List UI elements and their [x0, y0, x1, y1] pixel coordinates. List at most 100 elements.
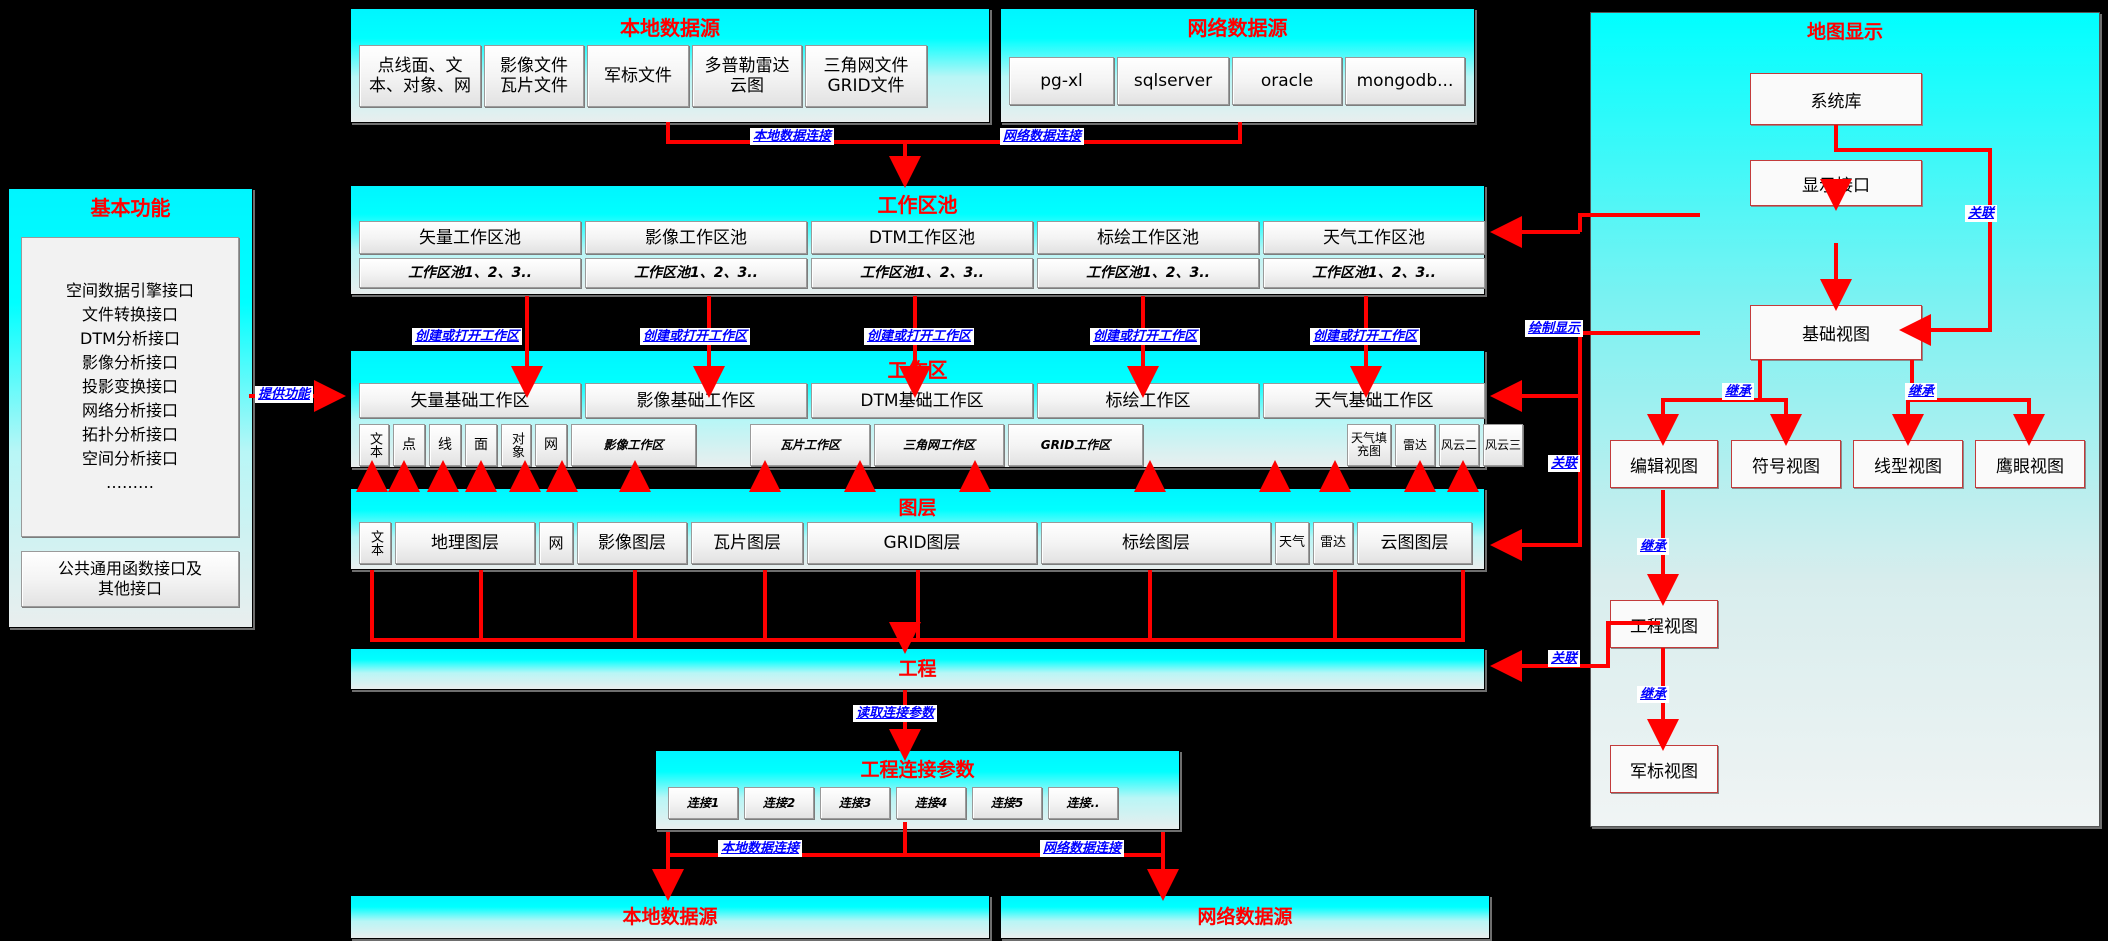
interface-item: DTM分析接口	[80, 329, 180, 348]
connection-item[interactable]: 连接4	[896, 787, 966, 819]
interface-item: 空间分析接口	[81, 449, 178, 468]
network-source-item[interactable]: mongodb...	[1345, 57, 1465, 105]
connection-item[interactable]: 连接5	[972, 787, 1042, 819]
pool-subitem[interactable]: 工作区池1、2、3..	[1263, 258, 1485, 288]
workzone-subitem[interactable]: 对象	[501, 424, 531, 466]
pool-item[interactable]: 影像工作区池	[585, 221, 807, 254]
map-display-title: 地图显示	[1806, 21, 1883, 43]
map-node-display-interface[interactable]: 显示接口	[1750, 160, 1922, 206]
local-source-item[interactable]: 军标文件	[587, 45, 689, 107]
layer-item[interactable]: GRID图层	[807, 522, 1037, 564]
pool-subitem[interactable]: 工作区池1、2、3..	[359, 258, 581, 288]
local-data-source-items: 点线面、文 本、对象、网 影像文件 瓦片文件 军标文件 多普勒雷达 云图 三角网…	[359, 45, 927, 107]
basic-function-title: 基本功能	[90, 196, 171, 220]
connection-item[interactable]: 连接2	[744, 787, 814, 819]
create-workzone-label: 创建或打开工作区	[1090, 328, 1201, 345]
layer-item[interactable]: 标绘图层	[1041, 522, 1271, 564]
workzone-subitem[interactable]: 三角网工作区	[874, 424, 1004, 466]
map-node-base-view[interactable]: 基础视图	[1750, 305, 1922, 360]
map-relate-label-1: 关联	[1965, 205, 1998, 222]
workzone-item[interactable]: 影像基础工作区	[585, 383, 807, 418]
pool-item[interactable]: 标绘工作区池	[1037, 221, 1259, 254]
workzone-item[interactable]: 矢量基础工作区	[359, 383, 581, 418]
pool-item[interactable]: DTM工作区池	[811, 221, 1033, 254]
map-node-military-view[interactable]: 军标视图	[1610, 745, 1718, 793]
workzone-pool-panel: 工作区池 矢量工作区池 影像工作区池 DTM工作区池 标绘工作区池 天气工作区池…	[350, 185, 1485, 295]
workzone-subitem[interactable]: 风云三	[1483, 424, 1523, 466]
map-node-eagle-eye-view[interactable]: 鹰眼视图	[1975, 440, 2085, 488]
layer-item[interactable]: 影像图层	[577, 522, 687, 564]
map-draw-display-label: 绘制显示	[1525, 320, 1584, 337]
basic-function-panel: 基本功能 空间数据引擎接口 文件转换接口 DTM分析接口 影像分析接口 投影变换…	[8, 188, 253, 628]
layer-item[interactable]: 文本	[359, 522, 391, 564]
workzone-item[interactable]: 天气基础工作区	[1263, 383, 1485, 418]
workzone-subitem[interactable]: GRID工作区	[1008, 424, 1143, 466]
connection-item[interactable]: 连接3	[820, 787, 890, 819]
pool-item[interactable]: 天气工作区池	[1263, 221, 1485, 254]
bottom-local-link-label: 本地数据连接	[718, 840, 803, 857]
workzone-subitem[interactable]: 文本	[359, 424, 389, 466]
workzone-subitem[interactable]: 雷达	[1395, 424, 1435, 466]
network-source-item[interactable]: sqlserver	[1117, 57, 1229, 105]
layer-item[interactable]: 云图图层	[1357, 522, 1472, 564]
layer-item[interactable]: 瓦片图层	[691, 522, 803, 564]
workzone-item[interactable]: DTM基础工作区	[811, 383, 1033, 418]
local-source-item[interactable]: 三角网文件 GRID文件	[805, 45, 927, 107]
workzone-items: 矢量基础工作区 影像基础工作区 DTM基础工作区 标绘工作区 天气基础工作区	[359, 383, 1485, 418]
local-source-item[interactable]: 多普勒雷达 云图	[692, 45, 802, 107]
map-relate-label-2: 关联	[1548, 455, 1581, 472]
layer-item[interactable]: 雷达	[1313, 522, 1353, 564]
workzone-subitem[interactable]: 点	[393, 424, 425, 466]
map-inherit-label-2: 继承	[1905, 383, 1938, 400]
map-relate-label-3: 关联	[1548, 650, 1581, 667]
connection-item[interactable]: 连接1	[668, 787, 738, 819]
layer-item[interactable]: 天气	[1275, 522, 1309, 564]
pool-subitem[interactable]: 工作区池1、2、3..	[585, 258, 807, 288]
interface-item: 文件转换接口	[81, 305, 178, 324]
interface-item: 拓扑分析接口	[81, 425, 178, 444]
workzone-subitem[interactable]: 风云二	[1439, 424, 1479, 466]
workzone-subitem[interactable]: 面	[465, 424, 497, 466]
workzone-subitem[interactable]: 线	[429, 424, 461, 466]
connection-item[interactable]: 连接..	[1048, 787, 1118, 819]
local-source-item[interactable]: 点线面、文 本、对象、网	[359, 45, 481, 107]
create-workzone-label: 创建或打开工作区	[864, 328, 975, 345]
project-connection-panel: 工程连接参数 连接1 连接2 连接3 连接4 连接5 连接..	[655, 750, 1180, 830]
workzone-subitems: 文本 点 线 面 对象 网 影像工作区 瓦片工作区 三角网工作区 GRID工作区…	[359, 424, 1523, 466]
workzone-subitem[interactable]: 天气填充图	[1347, 424, 1391, 466]
map-node-linetype-view[interactable]: 线型视图	[1853, 440, 1963, 488]
network-data-source-title: 网络数据源	[1187, 16, 1288, 40]
top-local-link-label: 本地数据连接	[750, 128, 835, 145]
bottom-network-data-source-panel: 网络数据源	[1000, 895, 1490, 939]
project-connection-title: 工程连接参数	[860, 759, 975, 781]
bottom-local-title: 本地数据源	[622, 906, 718, 928]
map-inherit-label-3: 继承	[1637, 538, 1670, 555]
layers-title: 图层	[898, 497, 937, 519]
pool-subitem[interactable]: 工作区池1、2、3..	[1037, 258, 1259, 288]
workzone-item[interactable]: 标绘工作区	[1037, 383, 1259, 418]
interface-item: 影像分析接口	[81, 353, 178, 372]
read-connection-params-label: 读取连接参数	[853, 705, 938, 722]
interface-item: 投影变换接口	[81, 377, 178, 396]
bottom-local-data-source-panel: 本地数据源	[350, 895, 990, 939]
map-node-system-library[interactable]: 系统库	[1750, 73, 1922, 125]
workzone-subitem[interactable]: 影像工作区	[571, 424, 696, 466]
layer-item[interactable]: 地理图层	[395, 522, 535, 564]
network-source-item[interactable]: oracle	[1232, 57, 1342, 105]
top-network-link-label: 网络数据连接	[1000, 128, 1085, 145]
local-data-source-title: 本地数据源	[620, 16, 720, 40]
layer-item[interactable]: 网	[539, 522, 573, 564]
map-node-project-view[interactable]: 工程视图	[1610, 600, 1718, 648]
bottom-network-title: 网络数据源	[1197, 906, 1293, 928]
local-source-item[interactable]: 影像文件 瓦片文件	[484, 45, 584, 107]
workzone-pool-subitems: 工作区池1、2、3.. 工作区池1、2、3.. 工作区池1、2、3.. 工作区池…	[359, 258, 1485, 288]
pool-subitem[interactable]: 工作区池1、2、3..	[811, 258, 1033, 288]
map-node-symbol-view[interactable]: 符号视图	[1731, 440, 1841, 488]
map-node-edit-view[interactable]: 编辑视图	[1610, 440, 1718, 488]
workzone-subitem[interactable]: 网	[535, 424, 567, 466]
pool-item[interactable]: 矢量工作区池	[359, 221, 581, 254]
network-source-item[interactable]: pg-xl	[1009, 57, 1114, 105]
common-function-box[interactable]: 公共通用函数接口及 其他接口	[21, 551, 239, 607]
create-workzone-label: 创建或打开工作区	[412, 328, 523, 345]
workzone-subitem[interactable]: 瓦片工作区	[750, 424, 870, 466]
